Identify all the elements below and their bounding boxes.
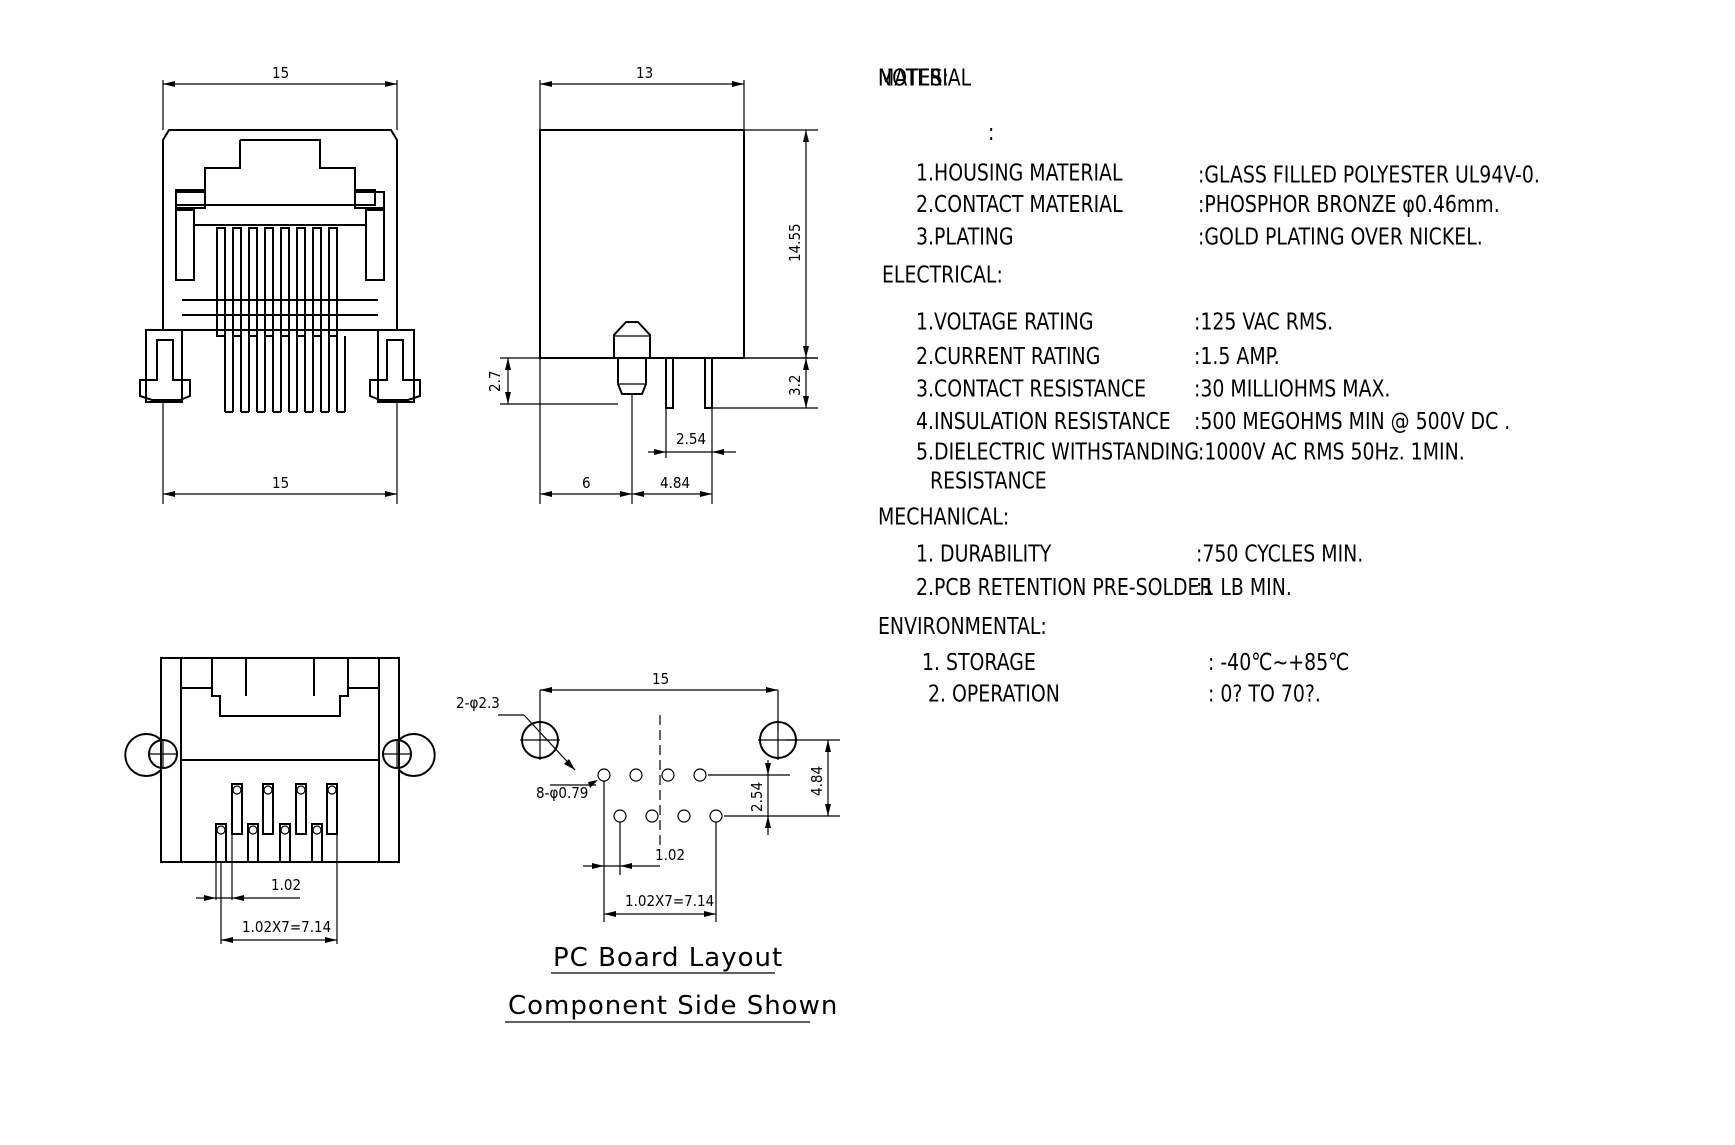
contact-resistance-label: 3.CONTACT RESISTANCE bbox=[916, 375, 1147, 403]
bottom-pitch-label: 1.02 bbox=[271, 876, 301, 894]
side-row-offset-label: 4.84 bbox=[660, 474, 690, 492]
pcb-retention-label: 2.PCB RETENTION PRE-SOLDER bbox=[916, 573, 1213, 601]
material-colon: : bbox=[988, 118, 995, 146]
storage-value: : -40℃~+85℃ bbox=[1208, 648, 1350, 676]
voltage-rating-value: :125 VAC RMS. bbox=[1194, 308, 1334, 336]
side-right-pin-label: 3.2 bbox=[786, 375, 804, 396]
dielectric-label: 5.DIELECTRIC WITHSTANDING bbox=[916, 438, 1199, 465]
side-pin-pitch-label: 2.54 bbox=[676, 430, 706, 448]
front-top-width-label: 15 bbox=[272, 64, 289, 82]
insulation-resistance-label: 4.INSULATION RESISTANCE bbox=[916, 407, 1171, 435]
side-top-width-label: 13 bbox=[636, 64, 653, 82]
bottom-pins bbox=[215, 783, 338, 944]
pcb-pitch-label: 1.02 bbox=[655, 846, 685, 864]
notes-heading: NOTES: bbox=[878, 64, 949, 91]
pcb-layout: 15 2-φ2.3 8-φ0.79 bbox=[456, 670, 840, 1023]
housing-material-label: 1.HOUSING MATERIAL bbox=[916, 159, 1123, 187]
front-bottom-width-label: 15 bbox=[272, 474, 289, 492]
front-contacts bbox=[216, 227, 346, 413]
pcb-span-label: 1.02X7=7.14 bbox=[625, 892, 714, 910]
durability-label: 1. DURABILITY bbox=[916, 540, 1052, 567]
storage-label: 1. STORAGE bbox=[922, 648, 1036, 676]
operation-label: 2. OPERATION bbox=[928, 680, 1060, 707]
mechanical-heading: MECHANICAL: bbox=[878, 503, 1010, 530]
side-offset-label: 6 bbox=[582, 474, 591, 492]
pcb-layout-caption: PC Board Layout bbox=[553, 943, 783, 973]
current-rating-label: 2.CURRENT RATING bbox=[916, 342, 1101, 370]
contact-material-value: :PHOSPHOR BRONZE φ0.46mm. bbox=[1198, 190, 1500, 218]
plating-value: :GOLD PLATING OVER NICKEL. bbox=[1198, 223, 1483, 250]
side-view: 13 14.55 2.7 3.2 bbox=[486, 64, 818, 504]
operation-value: : 0? TO 70?. bbox=[1208, 680, 1321, 707]
bottom-span-label: 1.02X7=7.14 bbox=[242, 918, 331, 936]
pcb-mount-holes-label: 2-φ2.3 bbox=[456, 694, 500, 712]
pcb-width-label: 15 bbox=[652, 670, 669, 688]
dielectric-label-line2: RESISTANCE bbox=[930, 467, 1047, 495]
pcb-hole-offset-label: 4.84 bbox=[808, 766, 826, 796]
bottom-view: 1.02 1.02X7=7.14 bbox=[124, 657, 436, 944]
dielectric-value: :1000V AC RMS 50Hz. 1MIN. bbox=[1198, 438, 1465, 465]
pcb-row-spacing-label: 2.54 bbox=[748, 782, 766, 812]
front-view: 15 bbox=[139, 64, 421, 504]
electrical-heading: ELECTRICAL: bbox=[882, 261, 1003, 288]
pcb-retention-value: :1 LB MIN. bbox=[1196, 573, 1292, 601]
pcb-pin-holes-label: 8-φ0.79 bbox=[536, 784, 588, 802]
component-side-caption: Component Side Shown bbox=[508, 991, 838, 1021]
material-heading: MATERIAL bbox=[878, 64, 972, 91]
side-height-label: 14.55 bbox=[786, 223, 804, 262]
contact-resistance-value: :30 MILLIOHMS MAX. bbox=[1194, 375, 1391, 403]
side-left-pin-label: 2.7 bbox=[486, 371, 504, 392]
current-rating-value: :1.5 AMP. bbox=[1194, 342, 1280, 370]
durability-value: :750 CYCLES MIN. bbox=[1196, 540, 1364, 567]
housing-material-value: :GLASS FILLED POLYESTER UL94V-0. bbox=[1198, 161, 1540, 189]
voltage-rating-label: 1.VOLTAGE RATING bbox=[916, 308, 1094, 336]
pcb-pin-holes bbox=[597, 768, 723, 823]
plating-label: 3.PLATING bbox=[916, 223, 1014, 250]
insulation-resistance-value: :500 MEGOHMS MIN @ 500V DC . bbox=[1194, 407, 1511, 435]
contact-material-label: 2.CONTACT MATERIAL bbox=[916, 190, 1123, 218]
environmental-heading: ENVIRONMENTAL: bbox=[878, 612, 1047, 640]
